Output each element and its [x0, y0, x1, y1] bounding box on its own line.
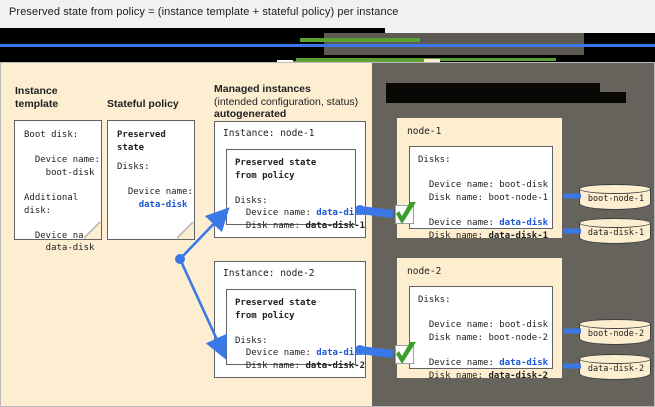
cylinder-top-icon: [579, 184, 651, 194]
actual-instance-name-node-2: node-2: [407, 266, 442, 277]
boot-disk-name-value-node-2: boot-node-2: [488, 332, 549, 343]
column-heading-instance-template: Instance template: [15, 85, 58, 110]
stateful-policy-heading: Stateful policy: [107, 98, 179, 110]
title-bar: Preserved state from policy = (instance …: [0, 0, 655, 28]
banner-cream-chip: [424, 59, 440, 62]
disk-cylinder-data-disk-1: data-disk-1: [579, 218, 651, 244]
check-icon: [396, 342, 416, 364]
diagram-canvas: Instance template Boot disk: Device name…: [0, 62, 655, 407]
banner-blue-line: [0, 44, 655, 47]
managed-instance-label-node-2: Instance: node-2: [223, 268, 315, 279]
disk-name-value-node-1: data-disk-1: [305, 220, 366, 231]
managed-instances-heading-line3: autogenerated: [214, 108, 287, 120]
disk-cylinder-label-1: data-disk-1: [587, 228, 645, 238]
preserved-state-text-node-2: Preserved state from policy Disks: Devic…: [235, 298, 366, 371]
disk-cylinder-boot-node-2: boot-node-2: [579, 319, 651, 345]
managed-instance-label-node-1: Instance: node-1: [223, 128, 315, 139]
actual-disks-box-node-1: Disks: Device name: boot-disk Disk name:…: [409, 146, 553, 241]
banner-white-chip: [277, 60, 293, 62]
instance-template-heading-line2: template: [15, 97, 59, 110]
cylinder-top-icon: [579, 218, 651, 228]
column-heading-stateful-policy: Stateful policy: [107, 98, 179, 111]
managed-instances-heading-line2: (intended configuration, status): [214, 95, 359, 108]
boot-disk-name-value-node-1: boot-node-1: [488, 192, 549, 203]
check-icon: [396, 202, 416, 224]
managed-instance-card-node-2: Instance: node-2 Preserved state from po…: [214, 261, 366, 378]
actual-disks-label-node-2: Disks:: [418, 295, 451, 305]
preserved-state-box-node-2: Preserved state from policy Disks: Devic…: [226, 289, 365, 371]
check-icon: ✓: [281, 58, 300, 63]
data-device-name-value-node-1: data-disk: [499, 217, 549, 228]
boot-device-name-value-node-2: boot-disk: [499, 320, 549, 331]
preserved-state-title-node-1: Preserved state from policy: [235, 158, 317, 181]
data-device-name-value-node-2: data-disk: [499, 357, 549, 368]
actual-instance-name-node-1: node-1: [407, 126, 442, 137]
device-name-value-node-1: data-disk: [316, 208, 366, 219]
actual-instance-card-node-2: node-2 Disks: Device name: boot-disk Dis…: [397, 258, 562, 381]
disks-label-node-2: Disks:: [235, 335, 268, 346]
disks-label-node-1: Disks:: [235, 195, 268, 206]
boot-device-name-value-node-1: boot-disk: [499, 180, 549, 191]
doc-fold-corner-icon: [177, 222, 195, 240]
page-title: Preserved state from policy = (instance …: [9, 6, 399, 18]
actual-disks-text-node-2: Disks: Device name: boot-disk Disk name:…: [418, 295, 549, 381]
actual-instance-card-node-1: node-1 Disks: Device name: boot-disk Dis…: [397, 118, 562, 241]
cylinder-top-icon: [579, 354, 651, 364]
banner-top-gap: [385, 28, 655, 33]
disk-cylinder-label-0: boot-node-1: [587, 194, 645, 204]
preserved-state-box-node-1: Preserved state from policy Disks: Devic…: [226, 149, 365, 231]
stateful-policy-disks-label: Disks:: [117, 162, 150, 172]
device-name-value-node-2: data-disk: [316, 348, 366, 359]
disk-cylinder-boot-node-1: boot-node-1: [579, 184, 651, 210]
stateful-policy-doc-title: Preserved state: [117, 130, 166, 153]
redacted-banner-strip: ✓: [0, 28, 655, 62]
cylinder-top-icon: [579, 319, 651, 329]
managed-instances-heading-line1: Managed instances: [214, 83, 311, 95]
column-heading-managed-instances: Managed instances (intended configuratio…: [214, 83, 358, 121]
stateful-policy-device-name-value: data-disk: [138, 199, 188, 210]
match-check-node-2: [395, 342, 417, 370]
actual-disks-label-node-1: Disks:: [418, 155, 451, 165]
disk-cylinder-label-3: data-disk-2: [587, 364, 645, 374]
disk-cylinder-data-disk-2: data-disk-2: [579, 354, 651, 380]
banner-green-line-top: [300, 38, 420, 42]
actual-disks-box-node-2: Disks: Device name: boot-disk Disk name:…: [409, 286, 553, 381]
stateful-policy-doc: Preserved state Disks: Device name: data…: [107, 120, 195, 240]
preserved-state-text-node-1: Preserved state from policy Disks: Devic…: [235, 158, 366, 231]
disk-name-value-node-2: data-disk-2: [305, 360, 366, 371]
match-check-node-1: [395, 202, 417, 230]
actual-disks-text-node-1: Disks: Device name: boot-disk Disk name:…: [418, 155, 549, 241]
managed-instance-card-node-1: Instance: node-1 Preserved state from po…: [214, 121, 366, 238]
stateful-policy-doc-body: Disks: Device name: data-disk: [117, 162, 193, 210]
redacted-heading-line-2: [386, 92, 626, 103]
instance-template-heading-line1: Instance: [15, 85, 58, 97]
data-disk-name-value-node-2: data-disk-2: [488, 370, 549, 381]
instance-template-doc: Boot disk: Device name: boot-disk Additi…: [14, 120, 102, 253]
banner-green-arrow: [293, 61, 428, 62]
preserved-state-title-node-2: Preserved state from policy: [235, 298, 317, 321]
disk-cylinder-label-2: boot-node-2: [587, 329, 645, 339]
doc-fold-corner-icon: [84, 222, 102, 240]
redacted-heading-line-1: [386, 83, 600, 92]
data-disk-name-value-node-1: data-disk-1: [488, 230, 549, 241]
connector-source-dot: [175, 254, 185, 264]
